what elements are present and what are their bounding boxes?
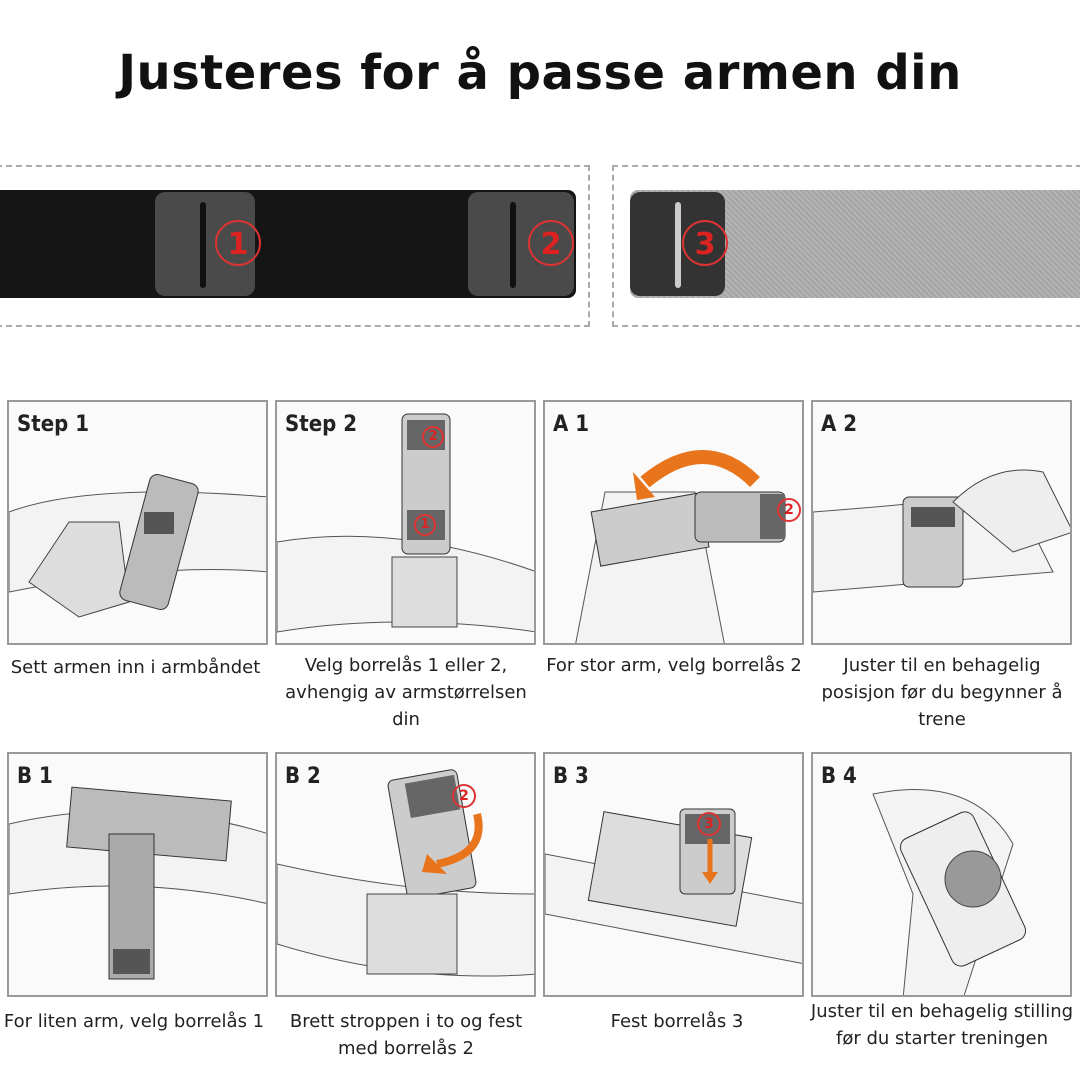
step-2-caption: Velg borrelås 1 eller 2, avhengig av arm… [285, 655, 527, 730]
step-a1-caption: For stor arm, velg borrelås 2 [546, 655, 802, 676]
marker-3: 3 [697, 812, 721, 836]
step-label: B 1 [17, 764, 53, 789]
step-1-caption: Sett armen inn i armbåndet [10, 657, 261, 678]
arm-illustration [9, 474, 266, 618]
step-1-panel: Step 1 [7, 400, 268, 645]
step-a2-panel: A 2 [811, 400, 1072, 645]
arm-illustration [813, 469, 1070, 593]
arm-illustration [277, 413, 534, 633]
step-b3-panel: B 3 3 [543, 752, 804, 997]
step-b2-panel: B 2 2 [275, 752, 536, 997]
marker-2: 2 [528, 220, 574, 266]
step-a1-panel: A 1 2 [543, 400, 804, 645]
strap-back-frame [612, 165, 1080, 327]
arm-illustration [9, 786, 266, 980]
marker-3: 3 [682, 220, 728, 266]
slot [675, 202, 681, 288]
marker-1: 1 [215, 220, 261, 266]
page-title: Justeres for å passe armen din [118, 45, 962, 101]
marker-1: 1 [414, 514, 436, 536]
step-2-panel: Step 2 2 1 [275, 400, 536, 645]
marker-2: 2 [452, 784, 476, 808]
step-b4-caption: Juster til en behagelig stilling før du … [810, 1001, 1074, 1049]
step-label: B 3 [553, 764, 589, 789]
arm-illustration [575, 450, 786, 643]
step-label: Step 2 [285, 412, 357, 437]
arm-illustration [872, 789, 1027, 995]
arm-illustration [277, 769, 534, 977]
step-b3-caption: Fest borrelås 3 [610, 1011, 744, 1032]
step-a2-caption: Juster til en behagelig posisjon før du … [821, 655, 1063, 730]
step-b1-caption: For liten arm, velg borrelås 1 [3, 1011, 265, 1032]
strap-front-frame [0, 165, 590, 327]
marker-2: 2 [422, 426, 444, 448]
slot [510, 202, 516, 288]
slot [200, 202, 206, 288]
step-label: B 4 [821, 764, 857, 789]
step-b2-caption: Brett stroppen i to og fest med borrelås… [289, 1011, 523, 1059]
step-label: A 2 [821, 412, 857, 437]
step-label: Step 1 [17, 412, 89, 437]
marker-2: 2 [777, 498, 801, 522]
step-b1-panel: B 1 [7, 752, 268, 997]
step-label: B 2 [285, 764, 321, 789]
step-label: A 1 [553, 412, 589, 437]
arm-illustration [545, 808, 802, 964]
step-b4-panel: B 4 [811, 752, 1072, 997]
